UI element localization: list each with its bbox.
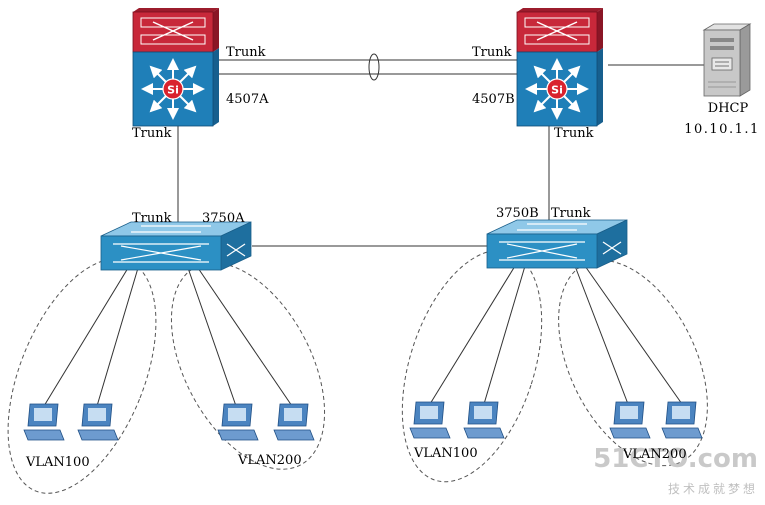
etherchannel-ring — [368, 53, 380, 81]
pc-icon — [409, 401, 451, 439]
trunk-label-4507b-left: Trunk — [472, 45, 512, 60]
watermark: 51CTO.com 技术成就梦想 — [593, 444, 758, 496]
core-chip-label: Si — [551, 84, 563, 97]
trunk-label-4507b-bottom: Trunk — [554, 126, 594, 141]
vlan-label: VLAN200 — [237, 453, 302, 468]
trunk-label-3750a: Trunk — [132, 211, 172, 226]
watermark-site: 51CTO.com — [593, 444, 758, 474]
core-switch-4507a[interactable]: Si — [132, 8, 219, 127]
pc-icons — [23, 401, 703, 441]
trunk-label-4507a-right: Trunk — [226, 45, 266, 60]
core-switch-4507b[interactable]: Si — [516, 8, 603, 127]
dhcp-ip-label: 10.10.1.1 — [684, 122, 760, 137]
vlan-label: VLAN100 — [413, 446, 478, 461]
pc-icon — [77, 403, 119, 441]
switch-name-4507a: 4507A — [226, 92, 269, 107]
pc-icon — [463, 401, 505, 439]
pc-icon — [273, 403, 315, 441]
trunk-label-3750b: Trunk — [551, 206, 591, 221]
vlan-label: VLAN200 — [622, 447, 687, 462]
pc-icon — [217, 403, 259, 441]
core-chip-label: Si — [167, 84, 179, 97]
dhcp-server[interactable] — [702, 23, 752, 97]
pc-icon — [661, 401, 703, 439]
vlan-label: VLAN100 — [25, 455, 90, 470]
switch-name-3750b: 3750B — [496, 206, 539, 221]
access-switch-3750a[interactable] — [100, 221, 252, 271]
dhcp-label: DHCP — [708, 101, 749, 116]
trunk-label-4507a-bottom: Trunk — [132, 126, 172, 141]
vlan-group-b100 — [401, 249, 543, 483]
pc-icon — [609, 401, 651, 439]
pc-icon — [23, 403, 65, 441]
vlan-group-a200 — [170, 262, 326, 470]
watermark-slogan: 技术成就梦想 — [668, 481, 758, 496]
links — [43, 53, 705, 407]
labels: Trunk 4507A Trunk Trunk 4507B Trunk DHCP… — [25, 45, 760, 470]
access-switch-3750b[interactable] — [486, 219, 628, 269]
switch-name-3750a: 3750A — [202, 211, 245, 226]
switch-name-4507b: 4507B — [472, 92, 515, 107]
